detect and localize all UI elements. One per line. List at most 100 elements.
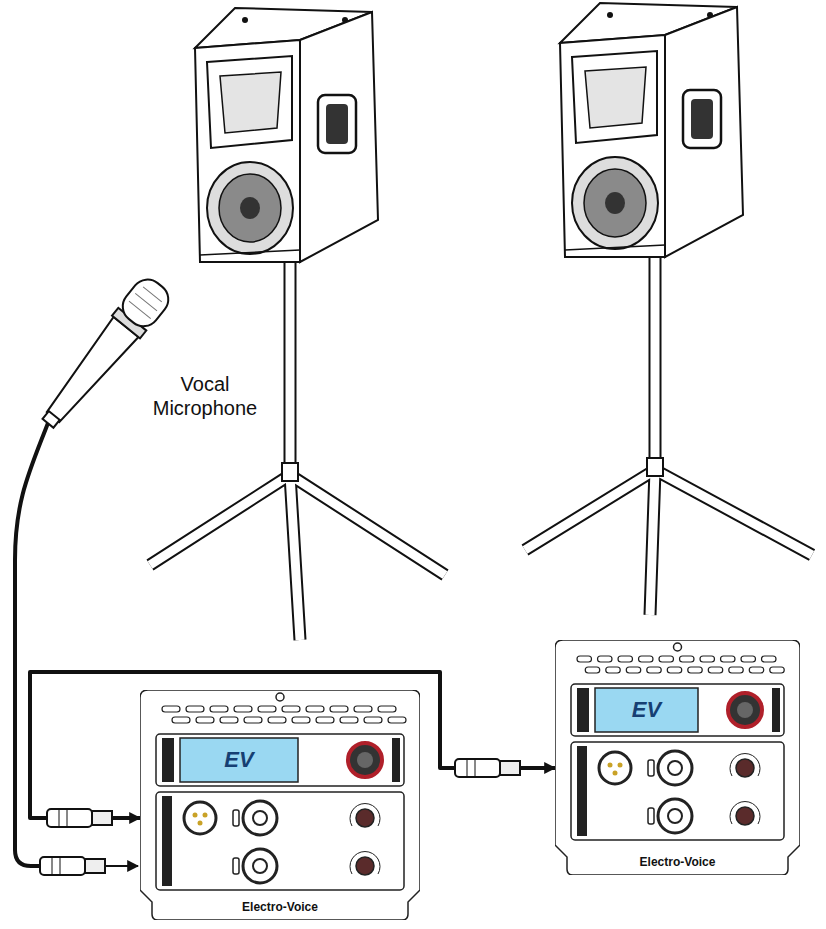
vent-slot	[258, 706, 276, 712]
microphone-mesh	[129, 286, 163, 319]
woofer-cone	[219, 174, 281, 242]
xlr-pin	[193, 813, 198, 818]
gain-scale	[730, 754, 760, 776]
speaker-stand	[525, 257, 812, 615]
speaker-cabinet	[195, 8, 378, 262]
plug-grip	[59, 809, 67, 827]
plug-body	[455, 759, 500, 777]
vent-slot	[626, 667, 641, 673]
xlr-pin	[613, 771, 618, 776]
cabinet-front	[195, 40, 300, 262]
vent-slot	[244, 717, 262, 723]
dsp-strip	[577, 688, 589, 732]
vent-slot	[210, 706, 228, 712]
panel-outline	[555, 640, 800, 875]
combo-jack	[243, 849, 277, 883]
xlr-plug	[455, 759, 520, 777]
xlr-jack	[599, 752, 631, 784]
stand-pole-fill	[286, 262, 295, 478]
microphone-head	[116, 273, 174, 333]
plug-nose	[500, 761, 520, 775]
stand-hub	[647, 458, 663, 476]
input-section	[156, 792, 404, 890]
vent-slot	[770, 667, 785, 673]
vent-slot	[598, 656, 613, 662]
mount-point	[674, 643, 682, 651]
xlr-jack	[184, 802, 216, 834]
woofer-surround	[207, 162, 293, 254]
cabinet-edge	[200, 250, 300, 255]
insert-arrow	[105, 865, 138, 867]
dsp-section	[156, 734, 404, 786]
combo-jack	[658, 799, 692, 833]
gain-knob	[356, 809, 374, 827]
vent-slot	[220, 717, 238, 723]
input-strip	[577, 746, 587, 836]
xlr-pin	[608, 763, 613, 768]
master-knob-cap	[737, 702, 753, 718]
logo-text: EV	[632, 697, 661, 723]
combo-jack-socket	[668, 761, 682, 775]
master-knob	[728, 693, 762, 727]
vent-slot	[364, 717, 382, 723]
vent-slot	[708, 667, 723, 673]
brand-name: Electro-Voice	[242, 900, 318, 914]
input-section	[571, 742, 784, 840]
vent-slot	[282, 706, 300, 712]
stand-pole-outline	[649, 257, 662, 473]
callout-label: Vocal Microphone	[145, 372, 265, 420]
mount-point	[276, 693, 284, 701]
lcd-screen	[180, 738, 298, 782]
xlr-plug	[40, 857, 105, 875]
vent-slot	[585, 667, 600, 673]
gain-scale	[350, 804, 380, 826]
combo-jack	[658, 751, 692, 785]
combo-jack-socket	[253, 811, 267, 825]
logo-text: EV	[224, 747, 253, 773]
vent-slot	[647, 667, 662, 673]
vent-slot	[688, 667, 703, 673]
vent-slot	[292, 717, 310, 723]
stand-leg-outline	[150, 475, 445, 640]
cabinet-handle	[318, 95, 356, 153]
speaker-stand	[150, 262, 445, 640]
label-box: Vocal Microphone	[145, 370, 265, 422]
horn-outline	[207, 56, 292, 148]
vent-slot	[606, 667, 621, 673]
vent-slot	[749, 667, 764, 673]
xlr-plug	[47, 809, 112, 827]
vent-slot	[667, 667, 682, 673]
plug-grip	[52, 857, 60, 875]
speaker-cabinet	[560, 3, 743, 257]
jack-latch	[648, 760, 654, 776]
gain-scale	[350, 852, 380, 874]
dsp-strip	[162, 738, 174, 782]
xlr-pin	[203, 813, 208, 818]
vent-slot	[330, 706, 348, 712]
vent-slot	[388, 717, 406, 723]
input-strip	[162, 796, 172, 886]
vent-slot	[577, 656, 592, 662]
gain-scale	[730, 802, 760, 824]
vent-slot	[378, 706, 396, 712]
dsp-strip	[392, 738, 400, 782]
speaker-rear-panel: Electro-Voice	[555, 640, 800, 875]
master-knob-cap	[357, 752, 373, 768]
vent-slot	[762, 656, 777, 662]
jack-latch	[233, 810, 239, 826]
vent-slot	[639, 656, 654, 662]
combo-jack	[243, 801, 277, 835]
vent-slot	[234, 706, 252, 712]
vent-slot	[162, 706, 180, 712]
gain-knob	[356, 857, 374, 875]
vent-slot	[268, 717, 286, 723]
gain-knob	[736, 759, 754, 777]
label-box: EV	[595, 688, 698, 732]
dsp-strip	[772, 688, 780, 732]
dsp-section	[571, 684, 784, 736]
speaker-rear-panel: Electro-Voice	[140, 690, 420, 920]
vent-slot	[306, 706, 324, 712]
lcd-screen	[595, 688, 698, 732]
vent-slot	[741, 656, 756, 662]
